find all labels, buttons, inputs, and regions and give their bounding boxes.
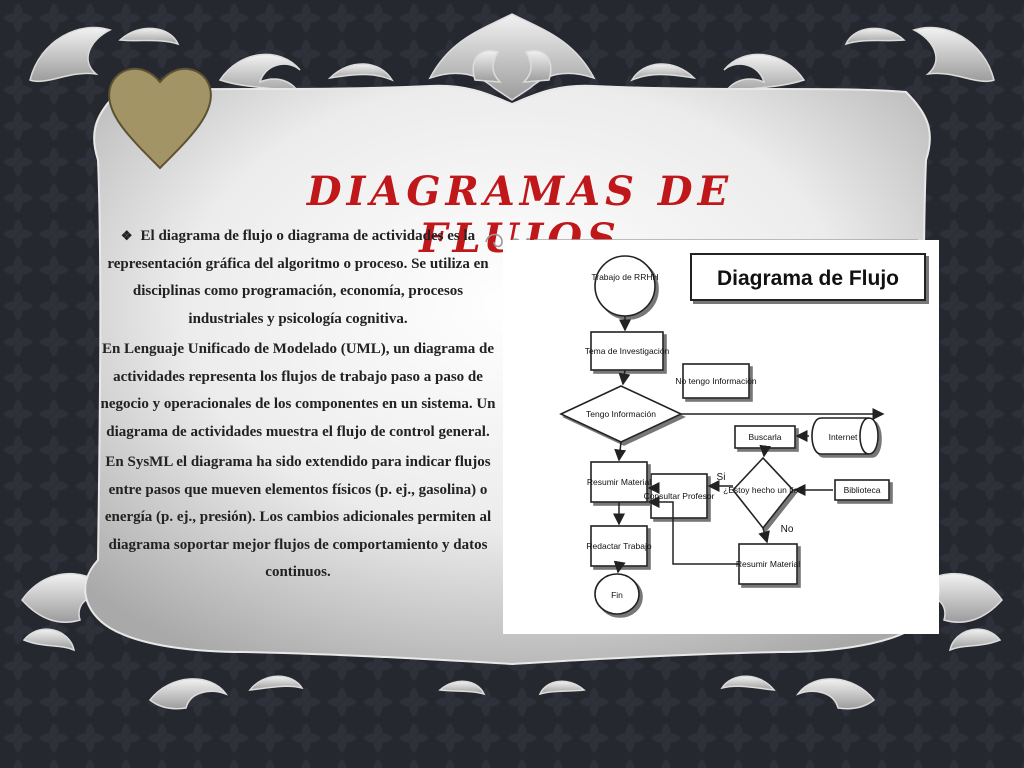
node-library-label: Biblioteca [844,485,881,495]
node-start [594,255,656,317]
slide-title: DIAGRAMAS DE FLUJOS [306,168,734,262]
node-summarize-2-label: Resumir Material [736,559,800,569]
node-no-info [682,363,750,399]
body-text: ❖El diagrama de flujo o diagrama de acti… [98,222,498,590]
node-library [834,479,890,501]
label-no: No [781,524,794,535]
node-research-label: Tema de Investigación [585,346,670,356]
heart-icon [108,67,212,170]
node-done-label: ¿Estoy hecho un lío? [723,485,803,495]
flowchart-title: Diagrama de Flujo [717,267,899,290]
paragraph-3: En SysML el diagrama ha sido extendido p… [104,454,492,580]
node-no-info-label: No tengo Información [675,376,757,386]
node-have-info-label: Tengo Información [586,409,656,419]
node-end [594,573,640,615]
node-write [590,525,648,567]
node-consult-label: Consultar Profesor [644,491,715,501]
node-write-label: Redactar Trabajo [586,541,651,551]
node-end-label: Fin [611,590,623,600]
node-internet-label: Internet [829,432,858,442]
label-yes: Si [717,472,726,483]
paragraph-1: ❖El diagrama de flujo o diagrama de acti… [98,222,498,333]
paragraph-2: En Lenguaje Unificado de Modelado (UML),… [100,341,496,440]
node-summarize-1 [590,461,648,503]
node-summarize-2 [738,543,798,585]
node-consult [650,473,708,519]
flowchart-title-box [690,253,926,301]
flowchart-connectors [613,316,885,574]
node-research [590,331,664,371]
frame-ornaments [21,13,1003,710]
bullet-icon: ❖ [120,228,133,243]
flowchart-image: Diagrama de Flujo [503,240,939,634]
node-search-label: Buscarla [748,432,781,442]
paragraph-1-text: El diagrama de flujo o diagrama de activ… [107,228,489,327]
node-start-label: Trabajo de RRHH [591,272,658,282]
node-summarize-1-label: Resumir Material [587,477,651,487]
